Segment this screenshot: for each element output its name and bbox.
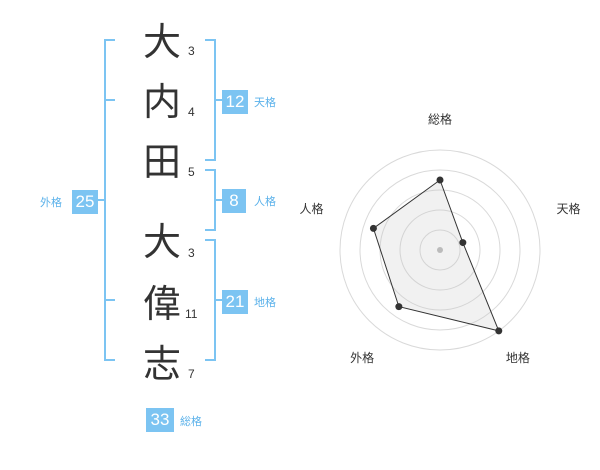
radar-grid-ring-1: [419, 229, 461, 271]
radar-axis-label-5: 人格: [299, 201, 323, 216]
surname-stroke-3: 5: [188, 165, 195, 179]
soukaku-label: 総格: [180, 415, 202, 428]
radar-grid-ring-4: [359, 169, 521, 331]
given-stroke-1: 3: [188, 246, 195, 260]
tenkaku-label: 天格: [254, 96, 276, 109]
jinkaku-badge: 8: [222, 189, 246, 213]
radar-point-5: [369, 224, 377, 232]
radar-grid-ring-2: [399, 209, 481, 291]
surname-char-2: 内: [142, 80, 181, 124]
radar-axis-label-2: 天格: [557, 201, 581, 216]
given-char-1: 大: [142, 220, 181, 264]
given-char-2: 偉: [142, 282, 181, 326]
radar-axis-label-4: 外格: [350, 350, 374, 365]
gaikaku-badge: 25: [72, 190, 98, 214]
radar-point-4: [395, 303, 403, 311]
radar-area: [372, 179, 500, 332]
given-char-3: 志: [142, 342, 181, 386]
soukaku-badge: 33: [146, 408, 174, 432]
radar-axis-label-3: 地格: [506, 350, 530, 365]
given-stroke-3: 7: [188, 367, 195, 381]
radar-point-1: [436, 176, 444, 184]
surname-stroke-1: 3: [188, 44, 195, 58]
chikaku-label: 地格: [254, 296, 276, 309]
tenkaku-badge: 12: [222, 90, 248, 114]
radar-point-2: [459, 239, 467, 247]
surname-char-3: 田: [142, 140, 181, 184]
radar-center-dot: [437, 247, 443, 253]
surname-stroke-2: 4: [188, 105, 195, 119]
radar-point-3: [495, 327, 503, 335]
chikaku-badge: 21: [222, 290, 248, 314]
surname-char-1: 大: [142, 20, 181, 64]
gaikaku-label: 外格: [40, 196, 62, 209]
radar-axis-label-1: 総格: [428, 112, 452, 127]
given-stroke-2: 11: [185, 307, 198, 321]
jinkaku-label: 人格: [254, 195, 276, 208]
